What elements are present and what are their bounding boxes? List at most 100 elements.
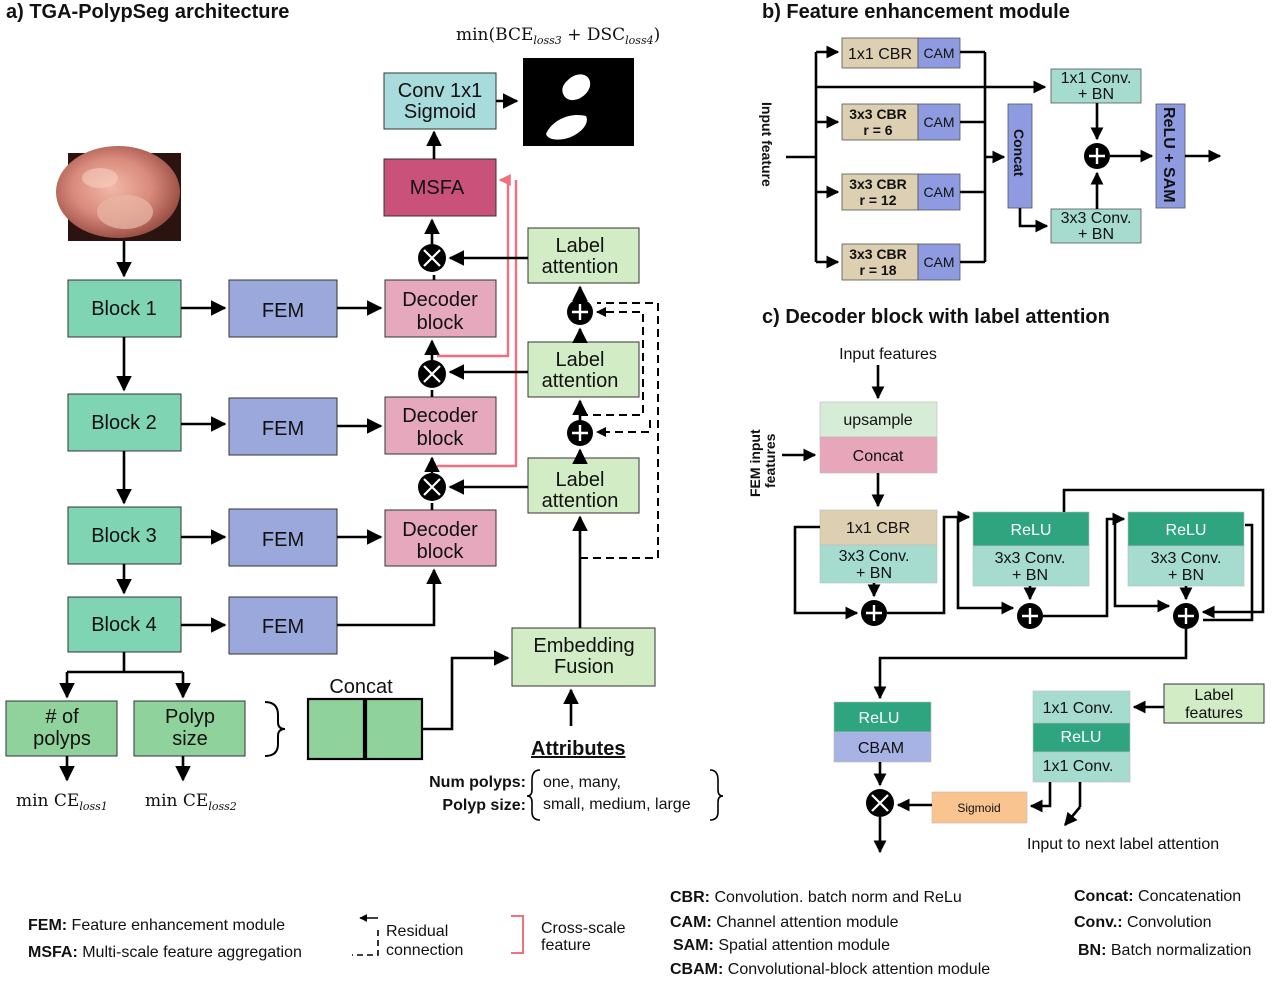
fem-1: FEM — [228, 279, 338, 338]
attr-right-brace — [709, 769, 724, 821]
residual-skip-3 — [1113, 519, 1171, 613]
block-2-label: Block 2 — [91, 412, 157, 434]
fem-cam4-label: CAM — [923, 254, 954, 270]
attr-num-values: one, many, — [543, 774, 621, 791]
fem-cam2-box — [917, 103, 961, 141]
decoder-block-3: Decoder block — [384, 509, 497, 567]
legend-fem: FEM: Feature enhancement module — [28, 917, 285, 934]
la-relu-box — [1032, 722, 1131, 753]
num-polyps-line2: polyps — [33, 728, 91, 750]
fem-cam4-box — [917, 243, 961, 281]
panel-c-title: c) Decoder block with label attention — [762, 306, 1110, 328]
block-1-label: Block 1 — [91, 298, 157, 320]
fem-conv3-line1: 3x3 Conv. — [1061, 210, 1132, 227]
cross-scale-line-2 — [437, 180, 518, 468]
cross-scale-line-1 — [437, 174, 511, 358]
embedding-fusion-line2: Fusion — [554, 656, 614, 678]
residual-dash-2 — [580, 302, 659, 559]
legend-residual-line1: Residual — [386, 923, 448, 940]
decoder-3-line1: Decoder — [402, 519, 478, 541]
fem-2-label: FEM — [262, 418, 304, 440]
fem-cbr1-box — [841, 37, 919, 69]
fem-cam3-label: CAM — [923, 184, 954, 200]
num-polyps-line1: # of — [45, 706, 79, 728]
dec-conv3-box-1 — [819, 544, 938, 584]
long-skip-connection — [1062, 488, 1265, 619]
fem-cbr12-line1: 3x3 CBR — [849, 176, 907, 192]
fem-cam2-label: CAM — [923, 114, 954, 130]
fem-cbr6-line1: 3x3 CBR — [849, 106, 907, 122]
legend-cbam: CBAM: Convolutional-block attention modu… — [670, 961, 990, 978]
block-4-label: Block 4 — [91, 614, 157, 636]
relu-sam-box — [1155, 103, 1186, 209]
fem-4-label: FEM — [262, 616, 304, 638]
residual-skip-1 — [793, 525, 859, 620]
legend-concat: Concat: Concatenation — [1074, 888, 1241, 905]
arrow-fem4-to-decoder3 — [337, 568, 442, 627]
embedding-fusion-box: Embedding Fusion — [511, 627, 656, 687]
decoder-block-2: Decoder block — [384, 396, 497, 455]
loss2-label: min CEloss2 — [145, 791, 237, 813]
la-conv1-2-label: 1x1 Conv. — [1043, 758, 1114, 775]
legend-residual-dash — [352, 930, 379, 956]
arrow-concat-to-embedding — [422, 650, 510, 731]
fem-cbr18-line2: r = 18 — [860, 262, 897, 278]
residual-skip-2 — [956, 517, 1015, 615]
panel-a-title: a) TGA-PolypSeg architecture — [6, 1, 289, 23]
concat-cell-2 — [364, 697, 424, 761]
label-features-line1: Label — [1194, 687, 1233, 704]
label-attention-3-line2: attention — [542, 490, 619, 512]
upsample-box — [819, 401, 938, 438]
label-attention-2: Label attention — [527, 341, 640, 398]
la-relu-label: ReLU — [1061, 729, 1102, 746]
block-3-label: Block 3 — [91, 525, 157, 547]
conv-sigmoid-line2: Sigmoid — [404, 101, 476, 123]
legend-cross-line2: feature — [541, 937, 591, 954]
dec-conv3-2-line2: + BN — [1012, 567, 1048, 584]
concat-label: Concat — [329, 676, 393, 698]
decoder-1-line1: Decoder — [402, 289, 478, 311]
cbam-label: CBAM — [858, 740, 904, 757]
right-brace — [264, 701, 286, 757]
fem-1-label: FEM — [262, 300, 304, 322]
skip-block3-side — [1203, 523, 1254, 622]
conv-sigmoid-box — [383, 72, 497, 130]
legend-bn: BN: Batch normalization — [1078, 942, 1251, 959]
legend-cbr: CBR: Convolution. batch norm and ReLu — [670, 889, 962, 906]
fem-conv1-box — [1050, 68, 1142, 104]
cbam-box — [833, 731, 932, 763]
encoder-block-3: Block 3 — [67, 506, 182, 565]
attr-left-brace — [526, 769, 541, 821]
arrow-add1-to-block2 — [887, 510, 971, 615]
fem-cbr12-box — [841, 173, 919, 211]
label-features-box — [1163, 683, 1265, 724]
label-attention-2-line1: Label — [556, 349, 605, 371]
polyp-size-box: Polyp size — [133, 700, 246, 757]
dec-cbr-box — [819, 509, 938, 546]
dec-conv3-2-line1: 3x3 Conv. — [995, 550, 1066, 567]
add-node-1 — [567, 299, 593, 325]
legend-cross-scale-line — [511, 915, 524, 954]
dec-relu-3-label: ReLU — [859, 710, 900, 727]
la-conv1-1-label: 1x1 Conv. — [1043, 700, 1114, 717]
fem-cbr12-line2: r = 12 — [860, 192, 897, 208]
fem-conv1-line2: + BN — [1078, 86, 1114, 103]
dec-concat-label: Concat — [853, 448, 904, 465]
fem-cbr18-line1: 3x3 CBR — [849, 246, 907, 262]
dec-relu-2-label: ReLU — [1166, 522, 1207, 539]
fem-input-line1: FEM input — [747, 429, 763, 497]
encoder-block-4: Block 4 — [67, 596, 182, 653]
label-attention-3: Label attention — [527, 457, 640, 514]
attr-size-values: small, medium, large — [543, 796, 691, 813]
fem-conv1-line1: 1x1 Conv. — [1061, 70, 1132, 87]
dec-add-node-3 — [1173, 603, 1199, 629]
decoder-2-line1: Decoder — [402, 405, 478, 427]
dec-add-node-1 — [861, 600, 887, 626]
fem-3-label: FEM — [262, 529, 304, 551]
dec-cbr-label: 1x1 CBR — [846, 520, 910, 537]
dec-conv3-3-line2: + BN — [1168, 567, 1204, 584]
dec-relu-box-1 — [972, 511, 1090, 547]
msfa-label: MSFA — [410, 177, 465, 199]
